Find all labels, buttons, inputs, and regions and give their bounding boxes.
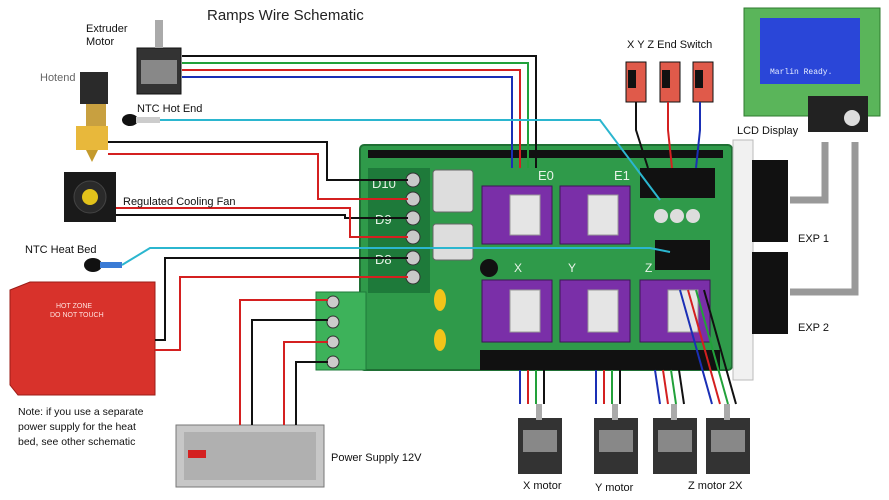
stepper-drivers (481, 185, 711, 343)
mark-d10: D10 (372, 176, 396, 191)
mark-y: Y (568, 261, 576, 275)
label-ntc-heat-bed: NTC Heat Bed (25, 244, 97, 256)
extruder-motor (136, 20, 182, 95)
label-end-switch: X Y Z End Switch (627, 39, 713, 51)
heatbed-warning-2: DO NOT TOUCH (50, 312, 104, 319)
power-terminal (315, 291, 367, 371)
label-y-motor: Y motor (595, 482, 634, 494)
ntc-heat-bed (84, 258, 122, 272)
label-z-motor: Z motor 2X (688, 480, 743, 492)
label-power-supply: Power Supply 12V (331, 452, 422, 464)
lcd-module: Marlin Ready. (743, 7, 881, 132)
label-exp2: EXP 2 (798, 322, 829, 334)
label-ntc-hot-end: NTC Hot End (137, 103, 203, 115)
mark-e0: E0 (538, 168, 554, 183)
lcd-status: Marlin Ready. (770, 68, 832, 77)
label-lcd-display: LCD Display (737, 125, 799, 137)
mark-z: Z (645, 261, 652, 275)
hotend (76, 72, 108, 162)
y-motor-body (594, 404, 638, 474)
label-hotend: Hotend (40, 72, 76, 84)
label-exp1: EXP 1 (798, 233, 829, 245)
mark-d8: D8 (375, 252, 392, 267)
smart-adapter (732, 139, 788, 381)
ntc-hot-end (122, 114, 160, 126)
power-supply (175, 424, 325, 488)
mark-e1: E1 (614, 168, 630, 183)
label-cooling-fan: Regulated Cooling Fan (123, 196, 236, 208)
heat-bed: HOT ZONE DO NOT TOUCH (9, 281, 156, 396)
mark-x: X (514, 261, 522, 275)
z-motor-body-2 (706, 404, 750, 474)
label-x-motor: X motor (523, 480, 562, 492)
z-motor-body-1 (653, 404, 697, 474)
diagram-title: Ramps Wire Schematic (207, 7, 364, 24)
x-motor-body (518, 404, 562, 474)
cooling-fan (64, 172, 116, 222)
ramps-board: D10 D9 D8 E0 E1 X Y Z (359, 144, 733, 371)
heatbed-warning: HOT ZONE (56, 303, 92, 310)
label-extruder-motor: Extruder Motor (86, 23, 128, 48)
wires (108, 55, 737, 425)
heatbed-note: Note: if you use a separate power supply… (18, 406, 144, 448)
mark-d9: D9 (375, 212, 392, 227)
end-switches (625, 61, 714, 103)
